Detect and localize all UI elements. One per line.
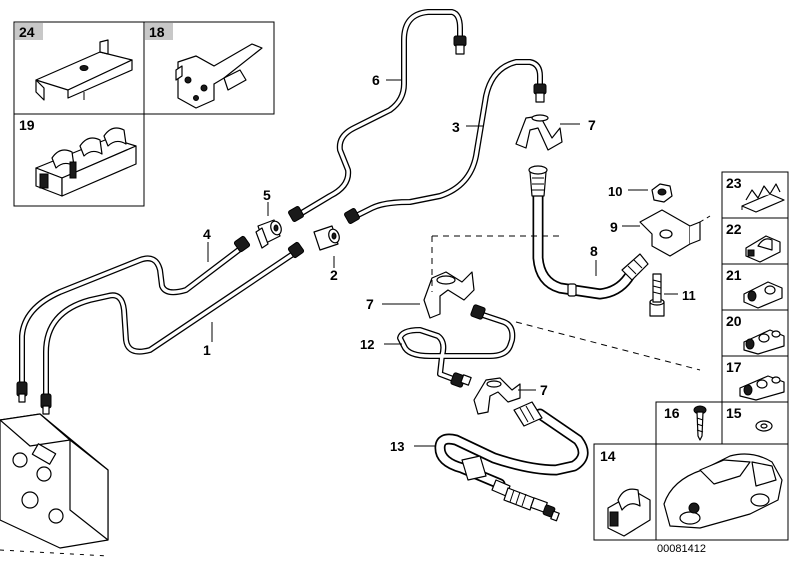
bracket-7-lower[interactable] (473, 377, 521, 415)
label-part-8[interactable]: 8 (590, 243, 598, 259)
clip-22-icon (745, 235, 781, 263)
brake-pipe-1[interactable] (43, 249, 299, 401)
connector-5[interactable] (255, 219, 283, 249)
connector-2[interactable] (313, 225, 341, 251)
clip-21-icon (743, 281, 783, 309)
inset-17[interactable]: 17 (721, 355, 789, 403)
bracket-9[interactable] (639, 209, 701, 257)
brake-hose-13[interactable] (434, 401, 589, 522)
car-location-icon (663, 453, 783, 529)
part-number-labels: 4 1 5 2 6 3 7 10 9 8 11 7 12 7 13 (203, 72, 696, 454)
inset-label-18: 18 (149, 24, 165, 40)
washer-icon (755, 420, 773, 432)
inset-label-20: 20 (726, 313, 742, 329)
bracket-clip-icon (175, 43, 263, 109)
inset-label-15: 15 (726, 405, 742, 421)
label-part-11[interactable]: 11 (682, 288, 696, 303)
inset-15[interactable]: 15 (721, 401, 789, 445)
label-part-2[interactable]: 2 (330, 267, 338, 283)
inset-label-14: 14 (600, 448, 616, 464)
inset-label-17: 17 (726, 359, 742, 375)
inset-20[interactable]: 20 (721, 309, 789, 357)
label-part-12[interactable]: 12 (360, 337, 374, 352)
inset-21[interactable]: 21 (721, 263, 789, 311)
clip-23-icon (741, 183, 785, 213)
inset-19[interactable]: 19 (13, 113, 145, 207)
inset-16[interactable]: 16 (655, 401, 723, 445)
inset-18[interactable]: 18 (143, 21, 275, 115)
bracket-7-middle[interactable] (423, 271, 475, 319)
clip-14-icon (607, 488, 651, 537)
bracket-7-top[interactable] (515, 114, 563, 151)
clip-cover-icon (35, 39, 133, 101)
inset-24[interactable]: 24 (13, 21, 145, 115)
label-part-7-top[interactable]: 7 (588, 117, 596, 133)
brake-pipe-6[interactable] (288, 9, 467, 222)
inset-label-22: 22 (726, 221, 742, 237)
inset-label-16: 16 (664, 405, 680, 421)
brake-pipe-12[interactable] (397, 304, 516, 388)
bolt-11[interactable] (649, 273, 665, 317)
label-part-4[interactable]: 4 (203, 226, 211, 242)
label-part-5[interactable]: 5 (263, 187, 271, 203)
label-part-7-middle[interactable]: 7 (366, 296, 374, 312)
label-part-9[interactable]: 9 (610, 219, 618, 235)
label-part-1[interactable]: 1 (203, 342, 211, 358)
label-part-6[interactable]: 6 (372, 72, 380, 88)
inset-label-21: 21 (726, 267, 742, 283)
clip-screw-icon (693, 405, 707, 441)
brake-hose-8[interactable] (528, 165, 649, 300)
label-part-3[interactable]: 3 (452, 119, 460, 135)
label-part-13[interactable]: 13 (390, 439, 404, 454)
pipe-fittings-left (16, 235, 305, 415)
clip-20-icon (743, 329, 785, 355)
brake-pipe-4[interactable] (19, 243, 247, 389)
inset-label-23: 23 (726, 175, 742, 191)
grouping-dashes (431, 215, 711, 371)
inset-label-19: 19 (19, 117, 35, 133)
hydraulic-unit (0, 413, 109, 557)
leader-lines (207, 79, 678, 447)
inset-label-24: 24 (19, 24, 35, 40)
inset-22[interactable]: 22 (721, 217, 789, 265)
label-part-7-lower[interactable]: 7 (540, 382, 548, 398)
clip-17-icon (739, 375, 785, 401)
nut-10[interactable] (651, 183, 673, 203)
label-part-10[interactable]: 10 (608, 184, 622, 199)
drawing-number: 00081412 (657, 543, 706, 555)
inset-14[interactable]: 14 (593, 443, 789, 541)
inset-23[interactable]: 23 (721, 171, 789, 219)
double-clip-icon (35, 127, 137, 197)
